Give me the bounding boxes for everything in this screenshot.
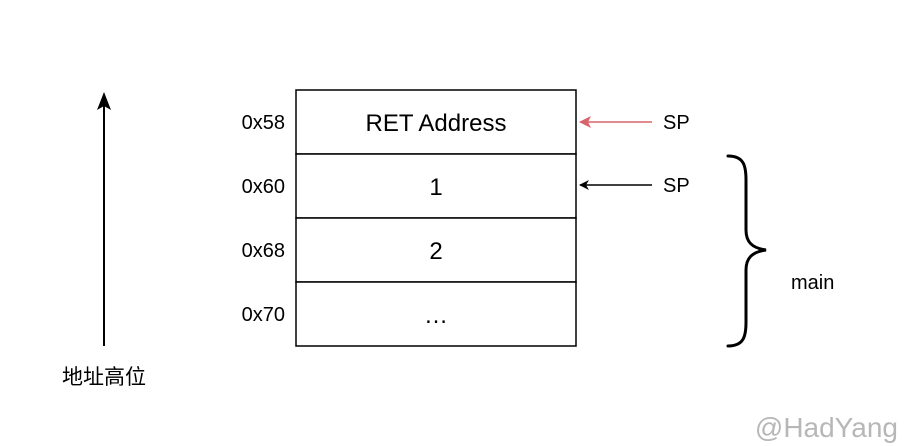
- curly-brace-icon: [726, 154, 767, 348]
- stack-address-0: 0x58: [242, 112, 285, 134]
- stack-address-2: 0x68: [242, 240, 285, 262]
- address-axis-arrowhead: [97, 92, 111, 110]
- address-axis: 地址高位: [62, 92, 146, 389]
- watermark: @HadYang: [755, 412, 898, 443]
- stack-value-1: 1: [429, 174, 442, 201]
- stack-cell-1: [295, 153, 577, 219]
- stack-address-1: 0x60: [242, 176, 285, 198]
- stack-cell-3: [295, 281, 577, 347]
- address-axis-label: 地址高位: [62, 365, 146, 389]
- stack-value-3: …: [424, 302, 448, 329]
- main-frame-label: main: [791, 272, 834, 294]
- main-frame-brace: main: [726, 154, 834, 348]
- stack-cell-2: [295, 217, 577, 283]
- stack-table: RET Address 1 2 … 0x58 0x60 0x68 0x70: [242, 89, 577, 347]
- sp-label-old: SP: [663, 112, 690, 134]
- sp-pointer-old: SP: [579, 112, 690, 134]
- sp-label-current: SP: [663, 175, 690, 197]
- sp-pointer-current: SP: [579, 175, 690, 197]
- stack-value-0: RET Address: [366, 110, 507, 137]
- stack-value-2: 2: [429, 238, 442, 265]
- stack-cell-0: [295, 89, 577, 155]
- stack-address-3: 0x70: [242, 304, 285, 326]
